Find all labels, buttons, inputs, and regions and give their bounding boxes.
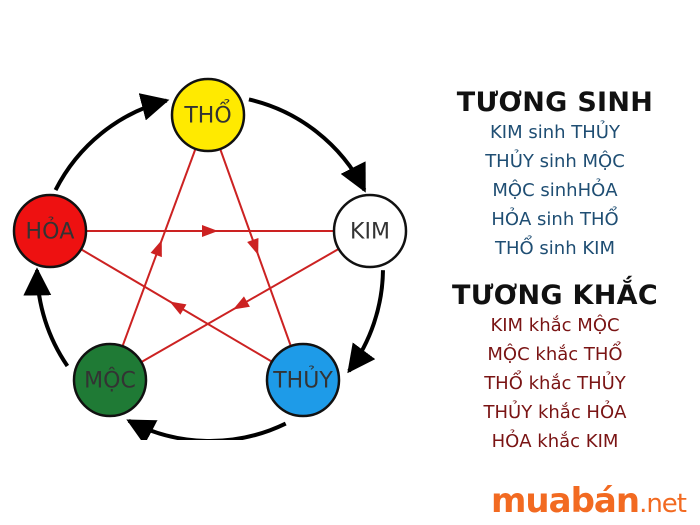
overcoming-star [80, 148, 340, 363]
logo-tld: .net [639, 489, 687, 519]
legend-panel: TƯƠNG SINH KIM sinh THỦY THỦY sinh MỘC M… [440, 88, 670, 456]
node-hoa-label: HỎA [26, 217, 75, 245]
logo-main: muabán [491, 481, 640, 521]
tuong-khac-list: KIM khắc MỘC MỘC khắc THỔ THỔ khắc THỦY … [440, 311, 670, 456]
muaban-logo: muabán.net [491, 481, 687, 521]
node-kim: KIM [332, 193, 408, 269]
node-thuy-label: THỦY [272, 366, 333, 394]
node-moc-circle [72, 342, 148, 418]
tuong-khac-item: MỘC khắc THỔ [487, 344, 623, 365]
tuong-sinh-title: TƯƠNG SINH [456, 87, 654, 118]
sinh-arrow-tho-kim [248, 97, 367, 193]
node-kim-label: KIM [350, 220, 390, 245]
tuong-sinh-item: MỘC sinhHỎA [492, 180, 618, 201]
sinh-arrow-kim-thuy [347, 270, 385, 374]
node-tho-label: THỔ [183, 100, 231, 129]
node-hoa-circle [12, 193, 88, 269]
sinh-arrow-hoa-tho [53, 93, 170, 191]
node-tho-circle [170, 77, 246, 153]
sinh-arrow-moc-hoa [23, 267, 70, 368]
tuong-sinh-list: KIM sinh THỦY THỦY sinh MỘC MỘC sinhHỎA … [440, 118, 670, 263]
node-moc: MỘC [72, 342, 148, 418]
khac-arrowhead-kim-moc [233, 296, 250, 310]
tuong-sinh-item: KIM sinh THỦY [490, 122, 620, 143]
node-tho: THỔ [170, 77, 246, 153]
node-thuy-circle [265, 342, 341, 418]
five-elements-diagram: THỔ KIM THỦY MỘC HỎA [12, 77, 408, 440]
node-hoa: HỎA [12, 193, 88, 269]
node-moc-label: MỘC [84, 368, 136, 394]
khac-arrowhead-thuy-hoa [169, 301, 187, 315]
element-nodes: THỔ KIM THỦY MỘC HỎA [12, 77, 408, 418]
tuong-khac-item: HỎA khắc KIM [491, 431, 619, 452]
generating-cycle [23, 93, 385, 440]
tuong-sinh-item: HỎA sinh THỔ [491, 209, 619, 230]
tuong-sinh-item: THỔ sinh KIM [495, 238, 615, 259]
tuong-khac-item: THỔ khắc THỦY [484, 373, 626, 394]
khac-arrowhead-tho-thuy [247, 237, 259, 256]
node-thuy: THỦY [265, 342, 341, 418]
tuong-khac-item: THỦY khắc HỎA [483, 402, 627, 423]
tuong-sinh-item: THỦY sinh MỘC [485, 151, 625, 172]
tuong-khac-item: KIM khắc MỘC [490, 315, 620, 336]
khac-arrowhead-hoa-kim [202, 225, 218, 237]
node-kim-circle [332, 193, 408, 269]
tuong-khac-title: TƯƠNG KHẮC [452, 280, 658, 311]
sinh-arrow-thuy-moc [126, 418, 287, 440]
khac-arrowhead-moc-tho [150, 239, 162, 258]
